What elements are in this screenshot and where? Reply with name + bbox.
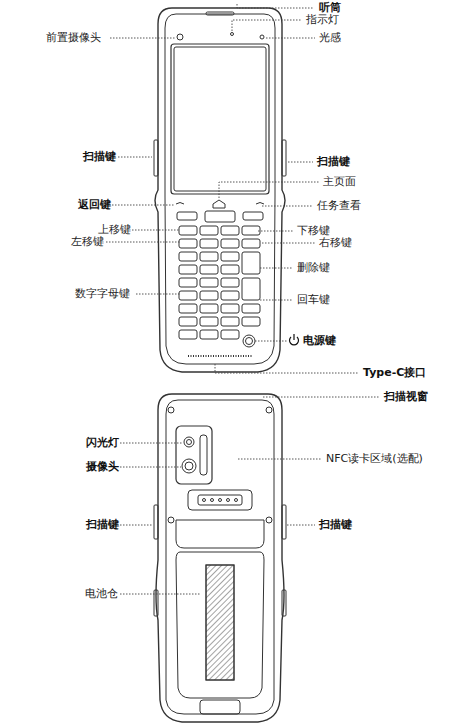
key: [200, 330, 218, 339]
key: [200, 317, 218, 326]
part-label: 返回键: [77, 198, 112, 212]
key: [242, 239, 260, 248]
part-label: 扫描键: [85, 518, 120, 532]
key: [200, 252, 218, 261]
key: [179, 291, 197, 300]
key: [221, 265, 239, 274]
part-label: 左移键: [70, 235, 105, 249]
key: [200, 291, 218, 300]
key: [205, 211, 235, 222]
part-label: 光感: [318, 31, 342, 45]
key: [221, 330, 239, 339]
part-label: 前置摄像头: [45, 31, 102, 45]
part-label: 电源键: [302, 334, 337, 348]
part-label: 扫描视窗: [383, 390, 429, 404]
part-label: 右移键: [318, 236, 353, 250]
key: [179, 330, 197, 339]
key: [179, 239, 197, 248]
part-label: 扫描键: [318, 518, 353, 532]
part-label: 扫描键: [82, 150, 117, 164]
key: [242, 304, 260, 313]
key: [221, 278, 239, 287]
key: [242, 252, 260, 274]
leader-lines: [106, 4, 380, 594]
key: [200, 265, 218, 274]
key: [179, 317, 197, 326]
part-label: 闪光灯: [85, 436, 120, 450]
key: [200, 278, 218, 287]
part-label: 扫描键: [316, 155, 351, 169]
key: [242, 278, 260, 300]
key: [177, 212, 197, 220]
part-label: 摄像头: [85, 460, 120, 474]
part-label: Type-C接口: [362, 366, 427, 380]
key: [221, 317, 239, 326]
key: [243, 212, 263, 220]
part-label: 数字字母键: [74, 287, 131, 301]
key: [221, 226, 239, 235]
power-symbol: [289, 334, 298, 345]
part-label: 任务查看: [316, 199, 362, 213]
key: [200, 226, 218, 235]
key: [179, 226, 197, 235]
key: [200, 239, 218, 248]
key: [179, 304, 197, 313]
part-label: 回车键: [296, 293, 331, 307]
key: [242, 317, 260, 326]
part-label: 指示灯: [305, 13, 340, 27]
part-label: 主页面: [322, 175, 357, 189]
part-label: 电池仓: [84, 587, 119, 601]
part-label: 删除键: [296, 261, 331, 275]
key: [242, 226, 260, 235]
back-view: [154, 394, 286, 722]
key: [179, 278, 197, 287]
key: [179, 252, 197, 261]
front-view: [154, 8, 286, 372]
key: [221, 252, 239, 261]
key: [221, 291, 239, 300]
key: [221, 304, 239, 313]
key: [179, 265, 197, 274]
key: [200, 304, 218, 313]
part-label: NFC读卡区域(选配): [325, 452, 424, 466]
key: [221, 239, 239, 248]
